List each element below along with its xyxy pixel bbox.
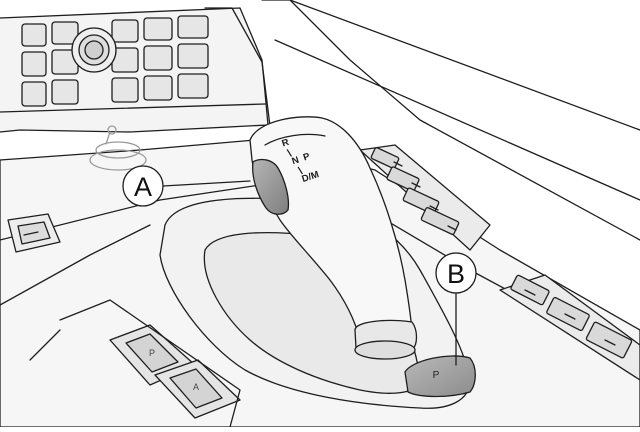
gear-r-label: R	[281, 137, 291, 150]
gear-lever	[249, 116, 418, 360]
shift-lock-release-button	[252, 158, 290, 215]
upper-control-panel	[0, 7, 271, 133]
switch-left-symbol: P	[149, 348, 155, 358]
gear-position-indicator: R N P D/M	[281, 137, 321, 185]
gear-dm-label: D/M	[301, 169, 321, 185]
callout-b	[435, 252, 477, 366]
vehicle-logo-outline	[89, 125, 147, 171]
far-right-switch-bank	[499, 274, 640, 381]
park-button-label: P	[433, 370, 440, 381]
lower-left-switches	[29, 299, 241, 428]
gear-p-label: P	[302, 151, 312, 164]
callout-b-label: B	[447, 259, 465, 289]
right-console-strip	[261, 0, 640, 241]
switch-right-symbol: A	[193, 382, 199, 392]
right-switch-bank	[359, 144, 491, 251]
callout-a	[122, 165, 251, 207]
callout-a-label: A	[134, 172, 152, 202]
usb-cover	[7, 213, 61, 253]
park-button-housing	[404, 355, 476, 398]
gear-n-label: N	[291, 155, 301, 168]
rotary-knob	[71, 27, 117, 73]
